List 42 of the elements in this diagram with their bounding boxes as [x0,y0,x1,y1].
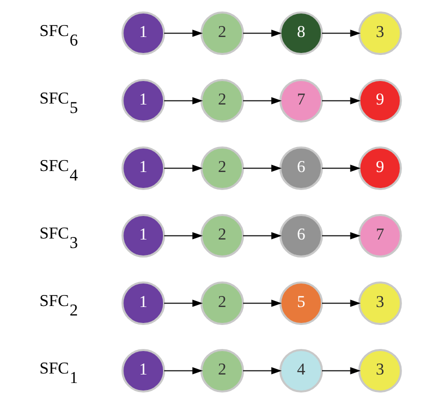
node-circle: 1 [122,146,166,190]
arrow [164,367,203,374]
arrow [322,164,361,172]
arrow [243,30,282,37]
arrow [243,164,282,172]
node-circle: 8 [279,11,323,56]
arrow [322,232,361,240]
node-circle: 1 [122,11,166,56]
node-circle: 2 [200,146,244,190]
node-circle: 2 [200,348,244,393]
arrow [164,300,203,307]
node-circle: 2 [200,214,244,258]
node-circle: 1 [122,214,166,258]
arrow [164,164,203,172]
arrow [164,232,203,240]
node-circle: 6 [279,214,323,258]
node-circle: 9 [358,146,402,190]
arrow [322,367,361,374]
node-circle: 3 [358,11,402,56]
node-circle: 1 [122,348,166,393]
arrow [243,367,282,374]
node-circle: 2 [200,281,244,326]
node-circle: 7 [279,78,323,123]
node-circle: 4 [279,348,323,393]
arrow [164,97,203,104]
node-circle: 3 [358,348,402,393]
node-circle: 1 [122,281,166,326]
arrow [322,30,361,37]
arrow [243,300,282,307]
arrow [322,300,361,307]
node-circle: 5 [279,281,323,326]
arrow [243,97,282,104]
arrow [164,30,203,37]
node-circle: 6 [279,146,323,190]
node-circle: 1 [122,78,166,123]
node-circle: 2 [200,78,244,123]
node-circle: 3 [358,281,402,326]
arrow [243,232,282,240]
node-circle: 9 [358,78,402,123]
arrow [322,97,361,104]
node-circle: 2 [200,11,244,56]
node-circle: 7 [358,214,402,258]
